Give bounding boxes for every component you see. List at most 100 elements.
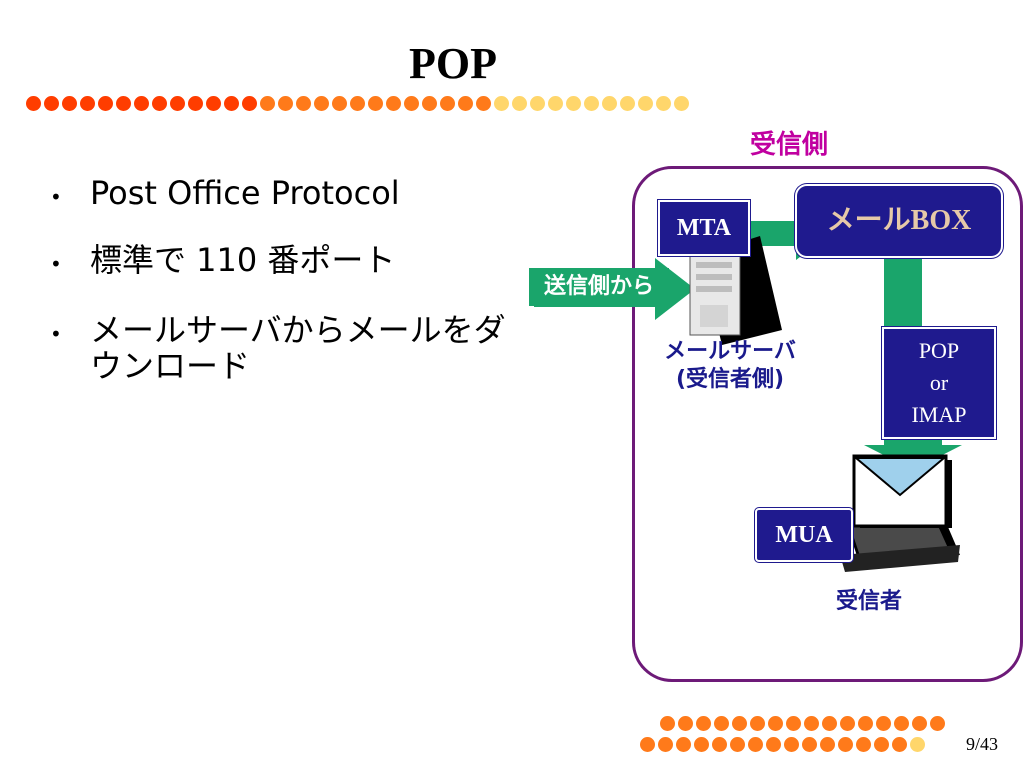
decorative-dot	[674, 96, 689, 111]
bullet-item: • メールサーバからメールをダウンロード	[50, 311, 520, 385]
mta-box: MTA	[658, 200, 750, 256]
slide-title: POP	[409, 39, 497, 88]
decorative-dot	[512, 96, 527, 111]
decorative-dot	[910, 737, 925, 752]
decorative-dot	[620, 96, 635, 111]
decorative-dot	[350, 96, 365, 111]
decorative-dot	[170, 96, 185, 111]
decorative-dot	[134, 96, 149, 111]
decorative-dot	[858, 716, 873, 731]
pop-to-envelope-bar	[884, 438, 942, 446]
decorative-dot	[876, 716, 891, 731]
page-number: 9/43	[966, 734, 999, 754]
decorative-dot	[440, 96, 455, 111]
decorative-dot	[116, 96, 131, 111]
decorative-dots-bottom-2	[640, 737, 925, 752]
decorative-dot	[278, 96, 293, 111]
decorative-dot	[242, 96, 257, 111]
decorative-dot	[714, 716, 729, 731]
decorative-dot	[206, 96, 221, 111]
decorative-dot	[874, 737, 889, 752]
decorative-dot	[98, 96, 113, 111]
decorative-dot	[638, 96, 653, 111]
decorative-dot	[656, 96, 671, 111]
decorative-dot	[494, 96, 509, 111]
decorative-dot	[566, 96, 581, 111]
decorative-dot	[694, 737, 709, 752]
decorative-dot	[712, 737, 727, 752]
protocol-line-1: POP	[918, 338, 960, 363]
decorative-dot	[838, 737, 853, 752]
decorative-dot	[730, 737, 745, 752]
decorative-dot	[386, 96, 401, 111]
decorative-dot	[820, 737, 835, 752]
bullet-marker: •	[50, 185, 62, 209]
decorative-dot	[332, 96, 347, 111]
decorative-dot	[856, 737, 871, 752]
mailbox-to-pop-bar	[884, 254, 922, 329]
bullet-text: 標準で 110 番ポート	[90, 241, 396, 279]
mail-server-label-line1: メールサーバ	[664, 339, 796, 364]
decorative-dot	[80, 96, 95, 111]
decorative-dot	[786, 716, 801, 731]
decorative-dot	[404, 96, 419, 111]
decorative-dots-bottom-1	[660, 716, 945, 731]
decorative-dot	[640, 737, 655, 752]
decorative-dot	[188, 96, 203, 111]
protocol-line-3: IMAP	[911, 402, 967, 427]
decorative-dot	[530, 96, 545, 111]
decorative-dot	[750, 716, 765, 731]
bullet-text: Post Office Protocol	[90, 174, 400, 212]
decorative-dot	[894, 716, 909, 731]
decorative-dot	[840, 716, 855, 731]
decorative-dot	[822, 716, 837, 731]
receiver-side-frame	[632, 166, 1023, 682]
decorative-dot	[930, 716, 945, 731]
decorative-dot	[584, 96, 599, 111]
decorative-dot	[766, 737, 781, 752]
laptop-icon	[840, 520, 960, 572]
decorative-dot	[62, 96, 77, 111]
decorative-dot	[602, 96, 617, 111]
decorative-dot	[44, 96, 59, 111]
decorative-dot	[892, 737, 907, 752]
mail-server-label-line2: (受信者側)	[675, 366, 785, 392]
from-sender-label: 送信側から	[529, 268, 669, 306]
envelope-icon	[852, 454, 952, 528]
decorative-dot	[748, 737, 763, 752]
mua-box: MUA	[755, 508, 853, 562]
decorative-dot	[676, 737, 691, 752]
decorative-dots-top	[26, 96, 689, 111]
decorative-dot	[696, 716, 711, 731]
decorative-dot	[260, 96, 275, 111]
mail-server-label: メールサーバ (受信者側)	[640, 338, 820, 393]
decorative-dot	[912, 716, 927, 731]
server-tower-icon	[689, 236, 782, 345]
decorative-dot	[660, 716, 675, 731]
decorative-dot	[658, 737, 673, 752]
bullet-item: • 標準で 110 番ポート	[50, 241, 396, 279]
decorative-dot	[296, 96, 311, 111]
bullet-text: メールサーバからメールをダウンロード	[90, 311, 506, 385]
bullet-item: • Post Office Protocol	[50, 174, 400, 212]
decorative-dot	[768, 716, 783, 731]
decorative-dot	[458, 96, 473, 111]
decorative-dot	[732, 716, 747, 731]
protocol-box: POP or IMAP	[882, 327, 996, 439]
mailbox-box: メールBOX	[795, 184, 1003, 258]
decorative-dot	[224, 96, 239, 111]
decorative-dot	[368, 96, 383, 111]
receiver-label: 受信者	[836, 589, 903, 614]
decorative-dot	[476, 96, 491, 111]
decorative-dot	[784, 737, 799, 752]
decorative-dot	[802, 737, 817, 752]
decorative-dot	[548, 96, 563, 111]
decorative-dot	[678, 716, 693, 731]
decorative-dot	[422, 96, 437, 111]
bullet-marker: •	[50, 252, 62, 276]
decorative-dot	[804, 716, 819, 731]
receiver-side-label: 受信側	[750, 130, 829, 160]
protocol-line-2: or	[929, 370, 949, 395]
decorative-dot	[26, 96, 41, 111]
